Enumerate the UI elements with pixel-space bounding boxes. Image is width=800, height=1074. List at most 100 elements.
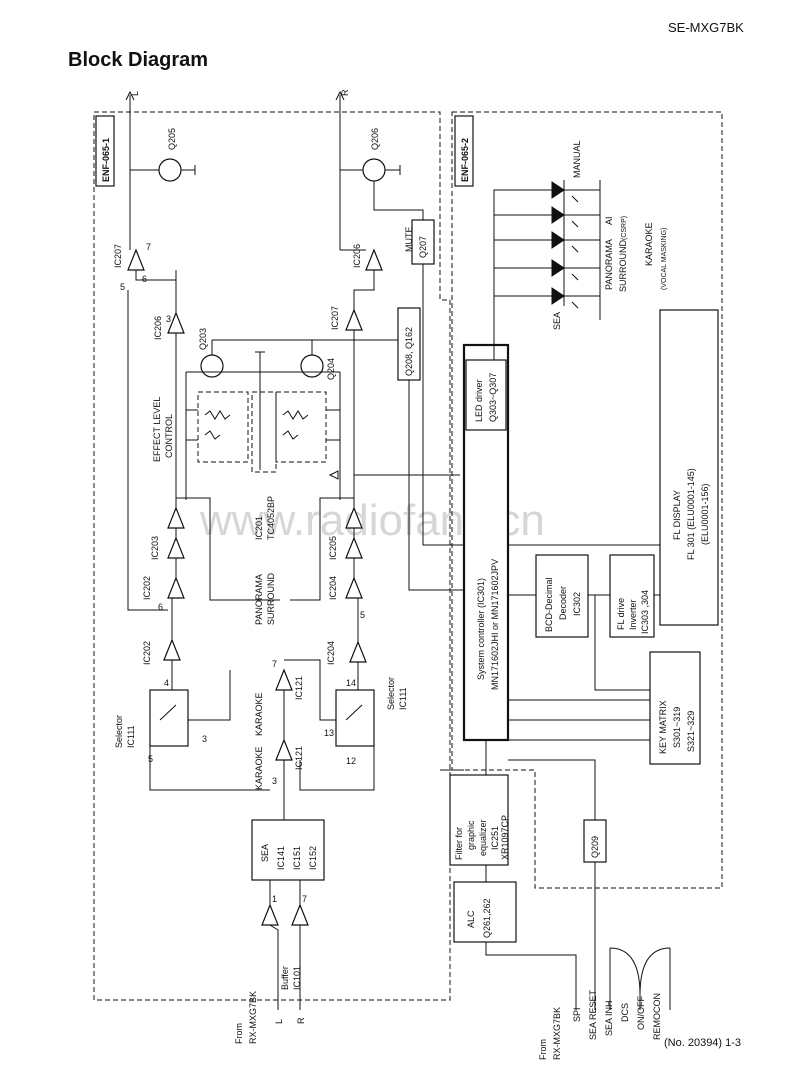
led-label-ai: AI [604, 216, 614, 225]
ic206-amp-right [365, 248, 383, 271]
selector-left-box [149, 689, 189, 747]
output-wires [129, 112, 401, 250]
ic204-label-b: IC204 [326, 641, 336, 665]
pin-label: 6 [142, 274, 147, 284]
pin-label: 3 [272, 776, 277, 786]
from-right-label-1: From [538, 1039, 548, 1060]
left-chain-wires [127, 270, 280, 690]
led-label-csrp: (CSRP) [621, 216, 628, 240]
pin-label: 4 [164, 678, 169, 688]
ic101-amp-l [261, 903, 279, 926]
pin-label: 14 [346, 678, 356, 688]
filter-line3: equalizer [478, 819, 488, 856]
bcd-line3: IC302 [572, 592, 582, 616]
q207-label: Q207 [418, 236, 428, 258]
right-chain-wires [290, 249, 460, 690]
sea-box-line2: IC141 [276, 846, 286, 870]
svg-text:ENF-065-1: ENF-065-1 [101, 138, 111, 182]
ic204-amp-a [345, 576, 363, 599]
ic202-label-b: IC202 [142, 641, 152, 665]
bcd-decoder-box [535, 554, 589, 638]
karaoke-wires [149, 659, 375, 820]
key-matrix-line2: S301~319 [672, 707, 682, 748]
mute-label: MUTE [404, 227, 414, 253]
from-left-label-2: RX-MXG7BK [248, 991, 258, 1044]
fl-display-line1: FL DISPLAY [672, 490, 682, 540]
pin-label: 7 [146, 242, 151, 252]
karaoke-label-b: KARAOKE [254, 746, 264, 790]
fl-drive-line3: IC303 ,304 [640, 590, 650, 634]
led-driver-line2: Q303~Q307 [488, 373, 498, 422]
board-enf-065-2-tag: ENF-065-2 [454, 115, 474, 187]
effect-switch-a [197, 391, 249, 463]
arrow-head [328, 470, 339, 480]
fl-display-line3: (ELU0001-156) [700, 483, 710, 545]
pin-label: 12 [346, 756, 356, 766]
board-enf-065-1-outline [93, 111, 451, 1001]
pin-label: 7 [272, 659, 277, 669]
q205-label: Q205 [167, 128, 177, 150]
led-driver-line1: LED driver [474, 379, 484, 422]
selector-switches [159, 704, 363, 721]
control-wires [440, 740, 641, 1010]
q209-label: Q209 [590, 836, 600, 858]
ic121-label-top: IC121 [294, 676, 304, 700]
ic204-amp-b [349, 640, 367, 663]
page-footer: (No. 20394) 1-3 [664, 1037, 741, 1049]
arrow-heads [125, 90, 345, 101]
pin-label: 5 [120, 282, 125, 292]
svg-text:ENF-065-2: ENF-065-2 [460, 138, 470, 182]
control-line-sea-inh: SEA INH [604, 1000, 614, 1036]
ic101-label: IC101 [292, 966, 302, 990]
alc-box [453, 881, 517, 943]
from-left-l: L [274, 1019, 284, 1024]
q208-wire [408, 380, 464, 591]
output-arrows [129, 95, 341, 112]
ic121-label-bottom: IC121 [294, 746, 304, 770]
effect-switch-c [275, 391, 327, 463]
pin-label: 1 [272, 894, 277, 904]
q206-transistor [362, 158, 386, 182]
led-label-panorama: PANORAMA [604, 239, 614, 290]
selector-right-box [335, 689, 375, 747]
pin-label: 13 [324, 728, 334, 738]
selector-right-ic: IC111 [398, 687, 408, 710]
control-line-dcs: DCS [620, 1003, 630, 1022]
filter-line1: Filter for [454, 827, 464, 860]
pin-label: 3 [166, 314, 171, 324]
pin-label: 3 [202, 734, 207, 744]
ic121-amp-bottom [275, 738, 293, 761]
sea-box-line4: IC152 [308, 846, 318, 870]
fl-display-box [659, 309, 719, 626]
output-r-label: R [340, 89, 350, 96]
filter-line4: IC251 [490, 826, 500, 850]
karaoke-label-a: KARAOKE [254, 692, 264, 736]
control-line-spi: SPI [572, 1007, 582, 1022]
pin-label: 5 [148, 754, 153, 764]
alc-line1: ALC [466, 910, 476, 928]
page-title: Block Diagram [68, 49, 208, 71]
filter-line2: graphic [466, 820, 476, 850]
fl-drive-inverter-box [609, 554, 655, 638]
key-matrix-line3: S321~329 [686, 711, 696, 752]
q205-transistor [158, 158, 182, 182]
ic121-amp-top [275, 668, 293, 691]
alc-line2: Q261,262 [482, 898, 492, 938]
ic206-label-left: IC206 [153, 316, 163, 340]
resistor-network [204, 410, 309, 440]
syscon-line2: MN171602JHI or MN171602JPV [490, 559, 500, 690]
pin-label: 5 [360, 610, 365, 620]
from-left-r: R [296, 1017, 306, 1024]
pin-label: 7 [302, 894, 307, 904]
control-line-remocon: REMOCON [652, 993, 662, 1040]
surround-label: SURROUND [266, 572, 276, 625]
control-line-sea-reset: SEA RESET [588, 989, 598, 1040]
led-driver-box [465, 359, 507, 431]
ic203-label: IC203 [150, 536, 160, 560]
selector-right-label: Selector [386, 677, 396, 710]
effect-label-1: EFFECT LEVEL [152, 397, 162, 462]
led-wires [493, 189, 600, 360]
sea-ic-box [251, 819, 325, 881]
control-line-onoff: ON/OFF [636, 996, 646, 1030]
